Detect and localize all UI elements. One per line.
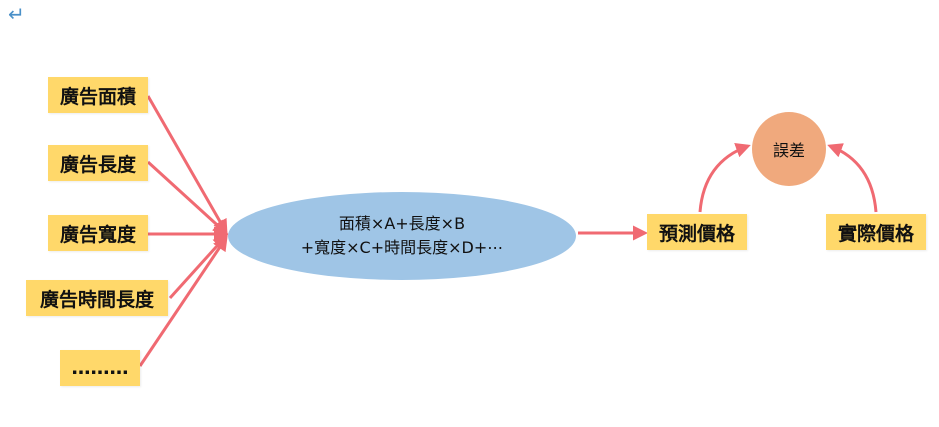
error-label: 誤差 (772, 141, 805, 160)
arrow-length-to-model (146, 160, 229, 236)
error-circle (752, 112, 826, 186)
input-box-ad-time-length: 廣告時間長度 (26, 280, 168, 316)
input-box-ad-area: 廣告面積 (48, 77, 148, 113)
model-formula: 面積×A+長度×B +寬度×C+時間長度×D+⋯ (232, 196, 572, 276)
model-formula-line-1: 面積×A+長度×B (338, 214, 466, 233)
arrow-time-to-model (168, 233, 229, 300)
input-box-ad-width: 廣告寬度 (48, 215, 148, 251)
arrow-predicted-to-error (698, 143, 751, 213)
arrow-actual-to-error (827, 143, 878, 213)
arrow-area-to-model (146, 95, 228, 235)
actual-price-box: 實際價格 (826, 214, 926, 250)
input-box-ad-length: 廣告長度 (48, 145, 148, 181)
model-formula-line-2: +寬度×C+時間長度×D+⋯ (300, 238, 504, 257)
predicted-price-box: 預測價格 (647, 214, 747, 250)
model-ellipse (228, 192, 576, 280)
return-arrow-icon: ↵ (8, 2, 25, 26)
arrow-more-to-model (138, 235, 228, 367)
input-box-more: ……… (60, 350, 140, 386)
